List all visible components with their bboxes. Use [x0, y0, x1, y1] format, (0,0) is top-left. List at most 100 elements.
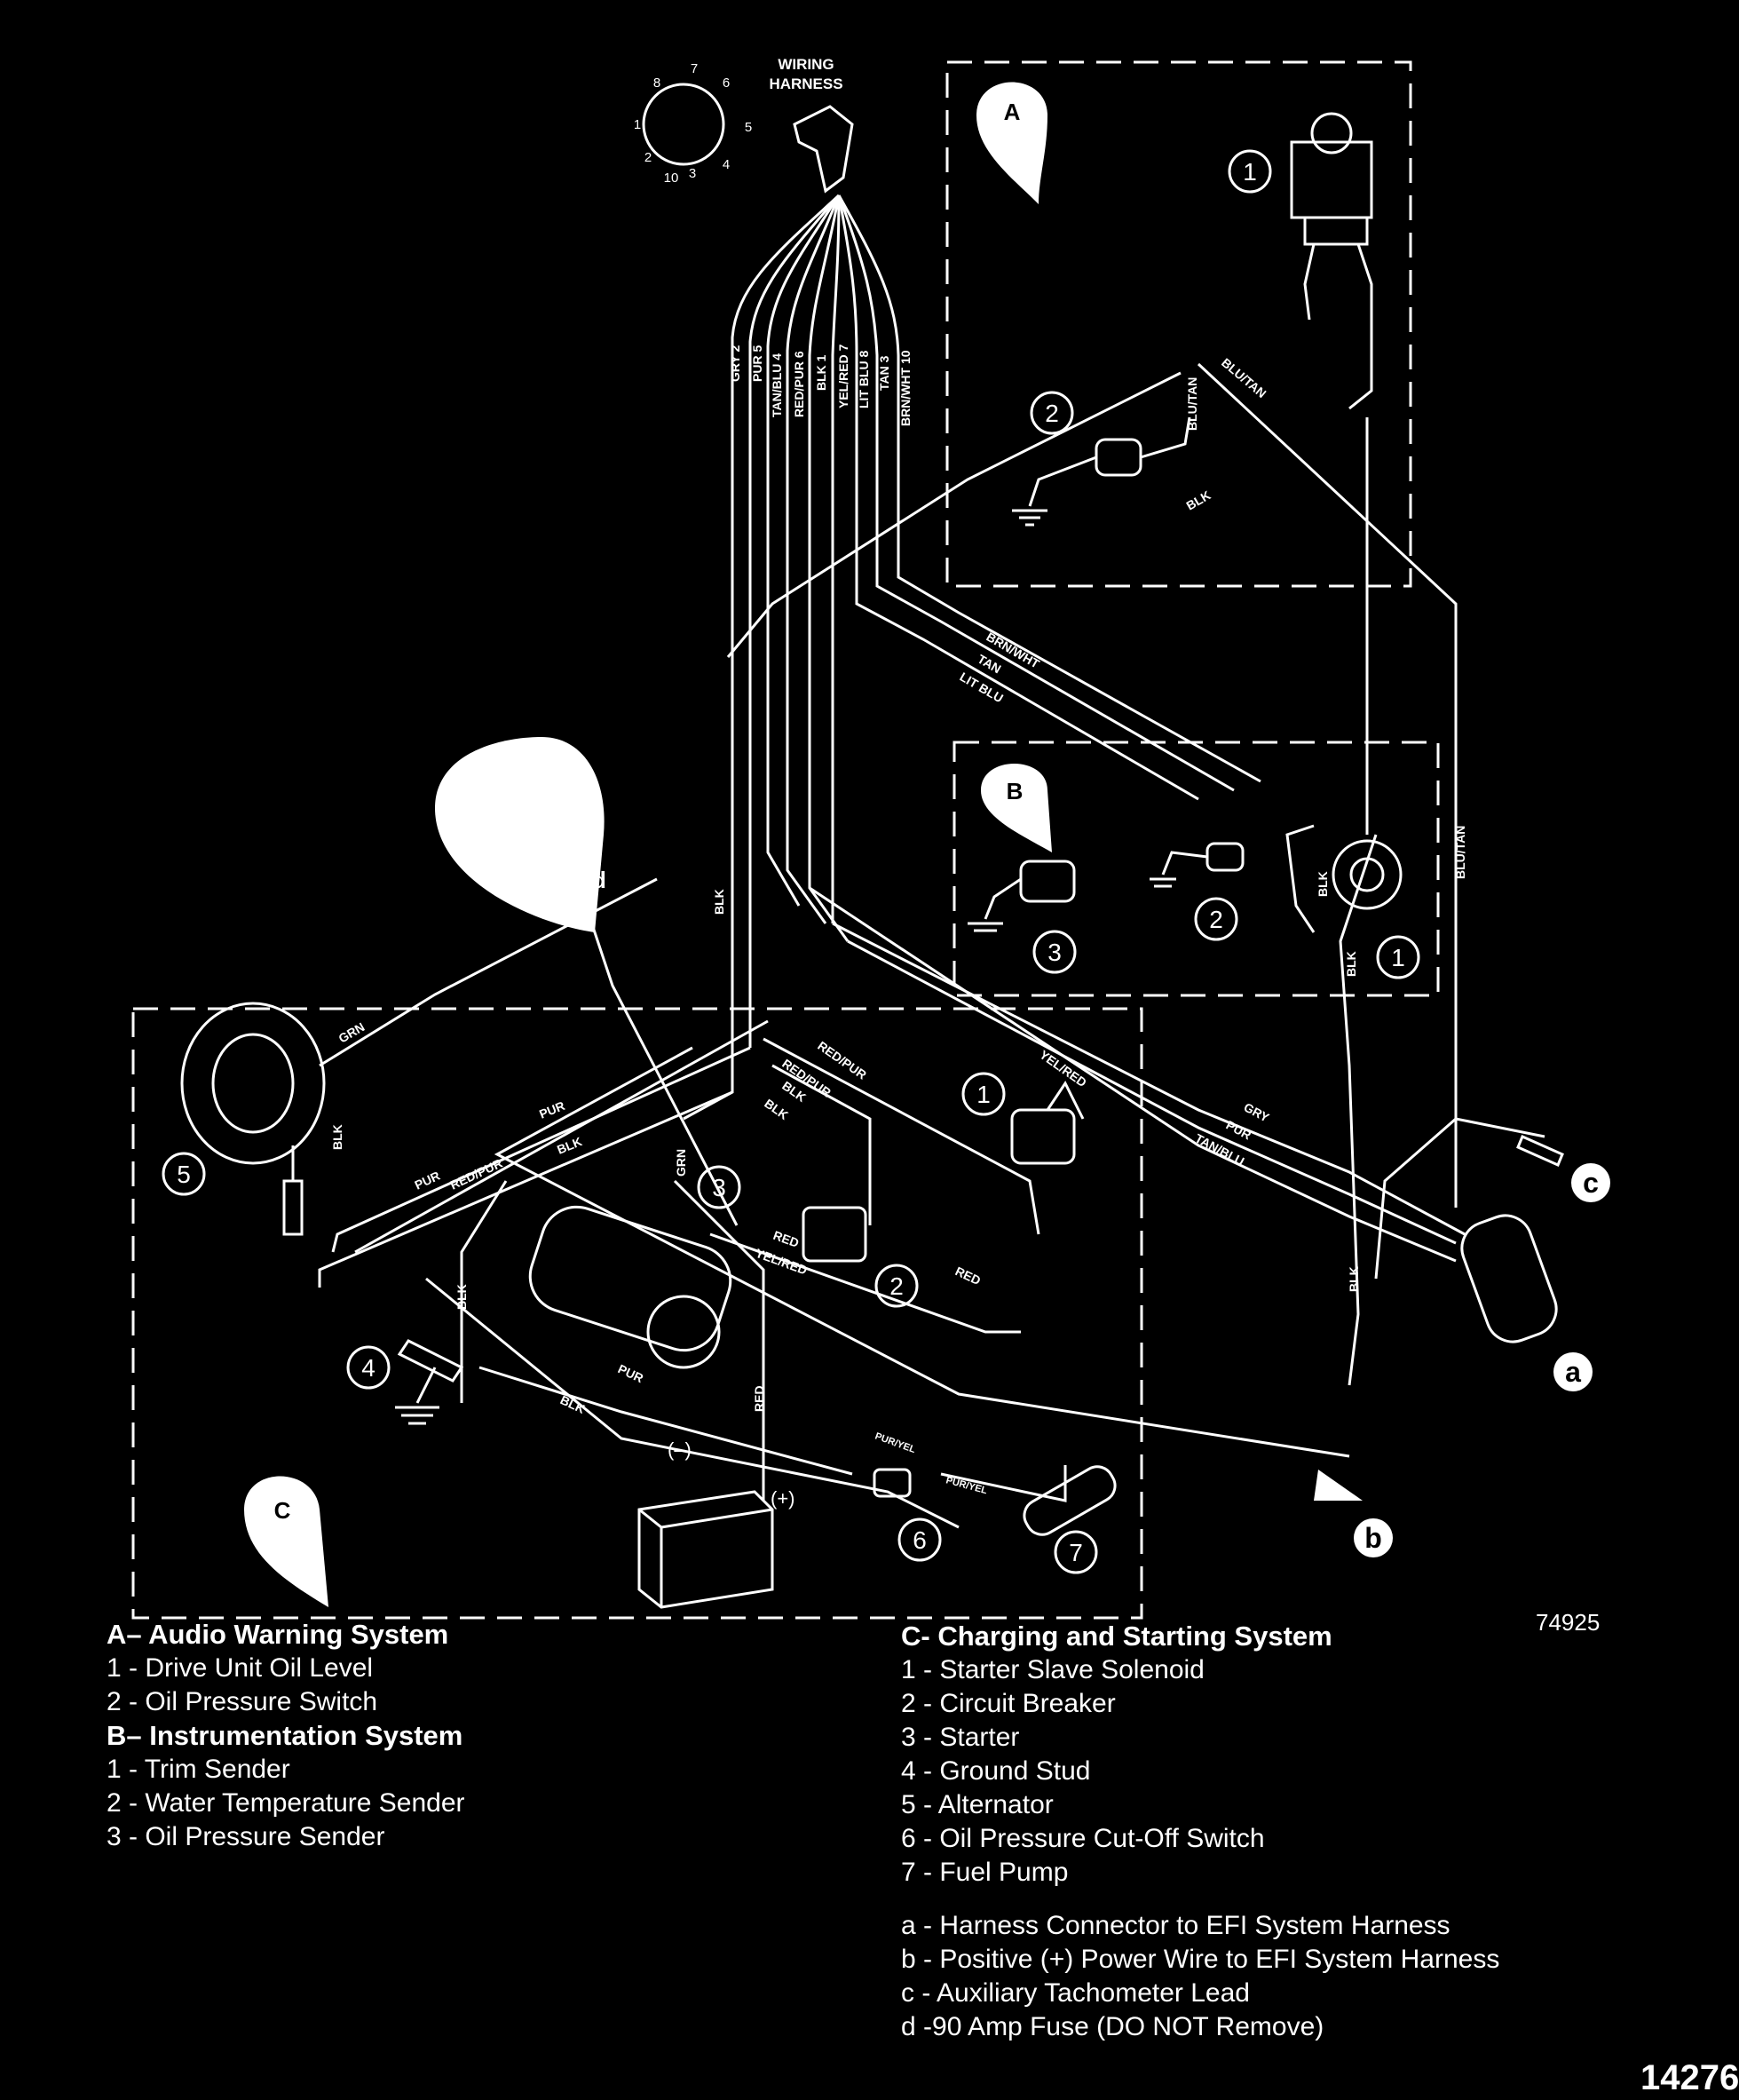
- letter-b: b: [1364, 1522, 1382, 1554]
- callout-c5: 5: [177, 1161, 191, 1188]
- legend-note-item: b - Positive (+) Power Wire to EFI Syste…: [901, 1945, 1500, 1974]
- wl-blk-5: BLK: [1347, 1266, 1361, 1292]
- efi-harness-connector: [1460, 1214, 1558, 1343]
- wl-red-1: RED: [771, 1228, 801, 1250]
- callout-c-ref: [1571, 1163, 1610, 1202]
- wl-blk-1: BLK: [1184, 487, 1213, 512]
- wl-blk-4: BLK: [712, 889, 726, 915]
- hw-litblu8: LIT BLU 8: [857, 350, 871, 408]
- wl-pur-yel-1: PUR/YEL: [873, 1431, 917, 1456]
- legend-note-item: d -90 Amp Fuse (DO NOT Remove): [901, 2012, 1324, 2041]
- wire-runs: [318, 362, 1545, 1529]
- water-temperature-sender: [1150, 842, 1245, 888]
- legend-left-item: 1 - Trim Sender: [107, 1755, 290, 1784]
- oil-pressure-cutoff-switch: [873, 1468, 912, 1498]
- legend-left-item: 3 - Oil Pressure Sender: [107, 1822, 385, 1851]
- starter: [528, 1205, 732, 1369]
- pin-5: 5: [745, 120, 752, 135]
- oil-pressure-sender: [968, 860, 1076, 932]
- wl-grn-1: GRN: [336, 1019, 368, 1045]
- harness-bundle: [683, 194, 1261, 1121]
- wl-pur-3: PUR: [616, 1361, 646, 1385]
- hw-yelred7: YEL/RED 7: [836, 344, 850, 408]
- section-a-marker: [976, 82, 1047, 204]
- section-c-marker: [244, 1476, 328, 1607]
- wl-blk-9: BLK: [762, 1096, 791, 1122]
- fuse-letter: d: [592, 867, 606, 893]
- legend-right-item: 7 - Fuel Pump: [901, 1858, 1069, 1887]
- section-b-letter: B: [1007, 778, 1024, 804]
- wl-red-3: RED: [752, 1385, 766, 1412]
- harness-title-1: WIRING: [778, 56, 834, 73]
- legend-note-item: c - Auxiliary Tachometer Lead: [901, 1978, 1250, 2008]
- pin-1: 1: [634, 117, 641, 132]
- alternator: [180, 1002, 326, 1236]
- trim-sender: [1332, 839, 1403, 910]
- legend-right-item: 6 - Oil Pressure Cut-Off Switch: [901, 1824, 1265, 1853]
- wl-blu-tan-1: BLU/TAN: [1219, 355, 1269, 400]
- hw-tan3: TAN 3: [877, 355, 891, 391]
- callout-c7: 7: [1069, 1539, 1083, 1566]
- legend-right-item: 3 - Starter: [901, 1723, 1020, 1752]
- wl-red-2: RED: [953, 1264, 984, 1288]
- pin-10: 10: [664, 170, 679, 186]
- pin-6: 6: [723, 75, 730, 91]
- section-b-marker: [981, 764, 1052, 852]
- wl-blu-tan-3: BLU/TAN: [1453, 826, 1467, 879]
- section-b-box: [952, 741, 1440, 997]
- legend-left-item: B– Instrumentation System: [107, 1720, 463, 1751]
- letter-c: c: [1583, 1167, 1599, 1199]
- hw-redpur6: RED/PUR 6: [792, 351, 806, 417]
- section-a-letter: A: [1004, 99, 1021, 125]
- legend-right-item: 2 - Circuit Breaker: [901, 1689, 1116, 1718]
- legend-right-item: 5 - Alternator: [901, 1790, 1054, 1819]
- battery-pos: (+): [771, 1487, 795, 1510]
- pin-7: 7: [691, 61, 698, 76]
- battery: [637, 1490, 774, 1609]
- legend-left-item: 1 - Drive Unit Oil Level: [107, 1653, 374, 1683]
- wl-blk-10: BLK: [455, 1284, 469, 1310]
- hw-gry2: GRY 2: [728, 345, 742, 382]
- letter-a: a: [1565, 1356, 1581, 1388]
- legend-left-item: A– Audio Warning System: [107, 1619, 449, 1650]
- legend-note-item: a - Harness Connector to EFI System Harn…: [901, 1911, 1450, 1940]
- hw-blk1: BLK 1: [814, 354, 828, 391]
- callout-c1: 1: [976, 1081, 991, 1108]
- hw-brnwht10: BRN/WHT 10: [898, 350, 913, 426]
- drive-unit-oil-level-reservoir: [1290, 112, 1373, 410]
- callout-b2: 2: [1209, 906, 1223, 933]
- callout-a-ref: [1553, 1352, 1593, 1391]
- pin-4: 4: [723, 157, 730, 172]
- legend-right-item: 4 - Ground Stud: [901, 1756, 1091, 1786]
- corner-number: 14276: [1640, 2058, 1739, 2097]
- section-c-letter: C: [274, 1497, 291, 1524]
- legend-right-item: 1 - Starter Slave Solenoid: [901, 1655, 1205, 1684]
- pin-3: 3: [689, 166, 696, 181]
- harness-plug: [793, 105, 854, 194]
- starter-slave-solenoid: [1010, 1081, 1085, 1165]
- hw-tanblu4: TAN/BLU 4: [770, 353, 784, 417]
- battery-neg: (–): [668, 1438, 692, 1461]
- wl-pur-4: PUR: [1224, 1118, 1254, 1143]
- wl-blk-3: BLK: [1344, 951, 1358, 977]
- legend-left-item: 2 - Oil Pressure Switch: [107, 1687, 378, 1716]
- figure-ref-number: 74925: [1536, 1609, 1601, 1636]
- aux-tach-lead: [1516, 1135, 1564, 1167]
- hw-pur5: PUR 5: [750, 345, 764, 382]
- ground-stud: [395, 1339, 464, 1425]
- callout-c2: 2: [889, 1272, 904, 1300]
- wl-yel-red-2: YEL/RED: [754, 1246, 809, 1278]
- callout-b-ref: [1354, 1518, 1393, 1557]
- section-a-box: [945, 60, 1412, 588]
- callout-c4: 4: [361, 1354, 375, 1382]
- callout-a1: 1: [1243, 158, 1257, 186]
- pin-8: 8: [653, 75, 660, 91]
- arrow-b: [1314, 1470, 1363, 1501]
- fuse-marker: [435, 737, 605, 932]
- oil-pressure-switch: [1012, 416, 1191, 527]
- legend-left-item: 2 - Water Temperature Sender: [107, 1788, 465, 1818]
- wl-grn-2: GRN: [674, 1149, 688, 1177]
